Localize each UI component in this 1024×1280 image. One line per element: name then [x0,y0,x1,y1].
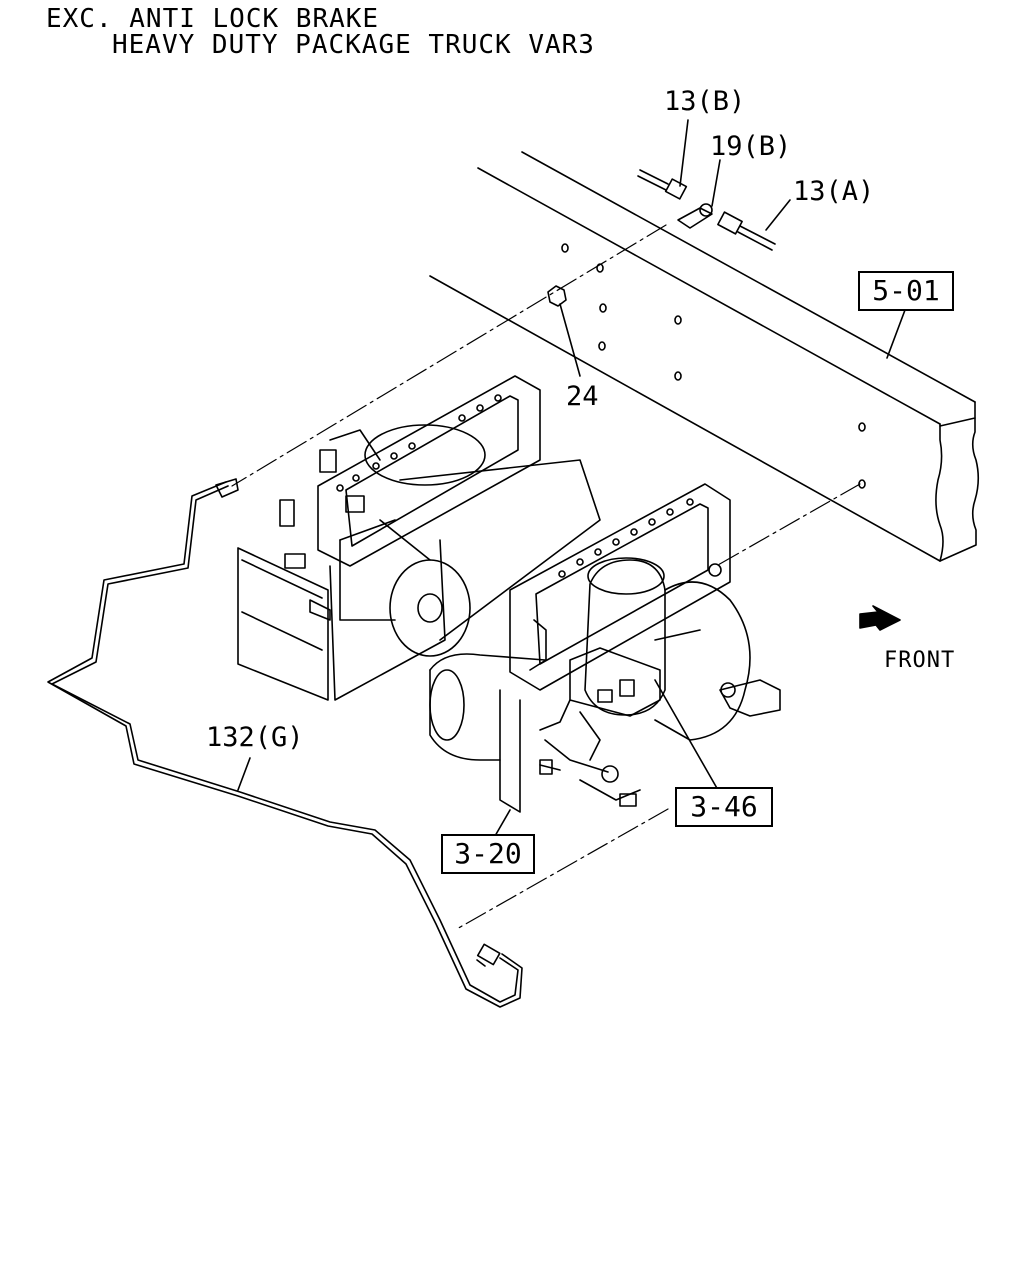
header-line-1: EXC. ANTI LOCK BRAKE [46,4,380,34]
frame-rail [429,151,980,562]
right-cylinder-tank [584,557,781,741]
callout-24: 24 [566,381,599,412]
centerlines [231,224,861,931]
brake-pipe [47,478,523,1008]
callout-13a: 13(A) [793,176,875,207]
nut-24 [547,285,581,377]
callout-19b: 19(B) [710,131,792,162]
right-bracket [499,483,731,813]
ref-box-3-20[interactable]: 3-20 [441,834,535,874]
leader-lines [494,679,719,837]
callout-132g: 132(G) [206,722,304,753]
side-plate [237,499,331,701]
left-air-tank [319,424,601,657]
left-bracket [317,375,541,701]
ref-box-5-01[interactable]: 5-01 [858,271,954,311]
valve-block [529,619,661,807]
lower-cylinder-tank [429,653,546,761]
front-arrow-icon [859,605,901,631]
callout-13b: 13(B) [664,86,746,117]
ref-box-3-46[interactable]: 3-46 [675,787,773,827]
header-line-2: HEAVY DUTY PACKAGE TRUCK VAR3 [112,30,595,60]
front-label: FRONT [884,648,956,673]
fittings [637,119,791,251]
